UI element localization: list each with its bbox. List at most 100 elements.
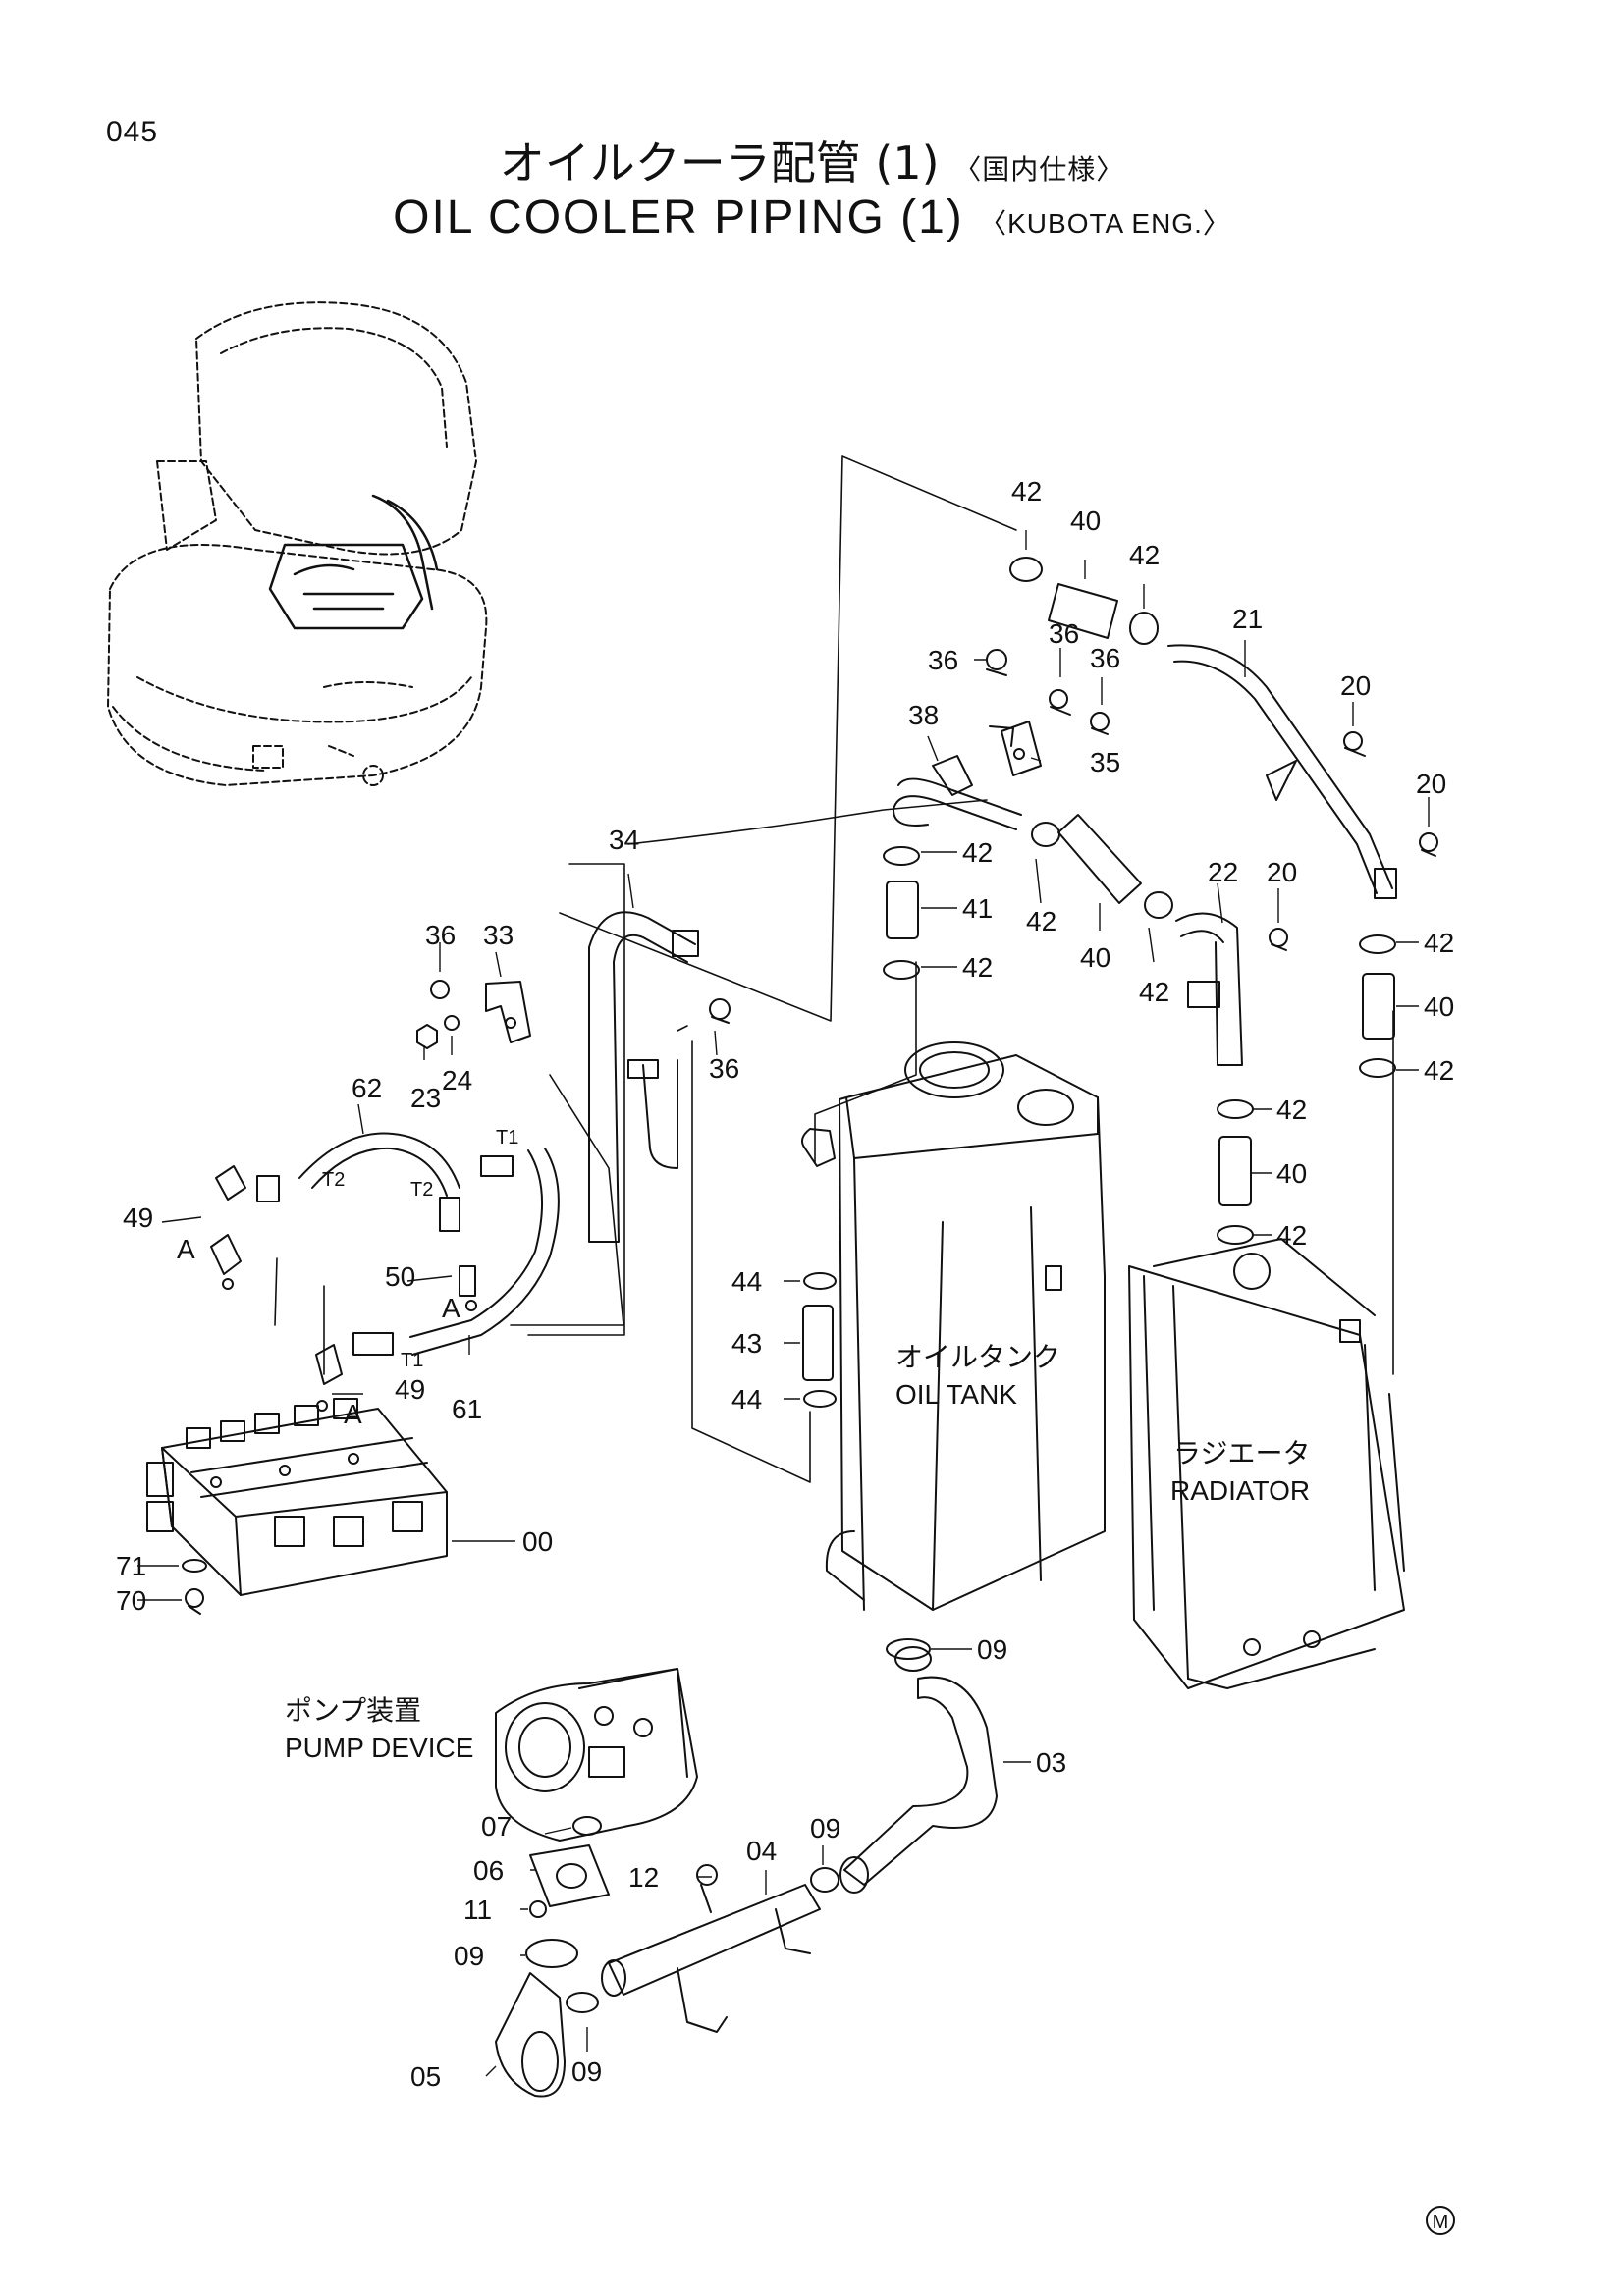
bolt-11 [529, 1900, 547, 1918]
callout-42-d: 42 [1026, 906, 1056, 936]
callout-00: 00 [522, 1526, 553, 1557]
callout-44-lower: 44 [731, 1384, 762, 1415]
pipe-34 [588, 911, 699, 1243]
bolt-12 [696, 1864, 718, 1913]
callout-36-e: 36 [709, 1053, 739, 1084]
title-ja-main: オイルクーラ配管 (1) [499, 136, 940, 189]
pipe-21 [1167, 644, 1397, 899]
oil-tank-label-ja: オイルタンク [895, 1341, 1060, 1373]
title-japanese: オイルクーラ配管 (1) 〈国内仕様〉 [0, 128, 1624, 192]
radiator-label-ja: ラジエータ [1173, 1437, 1310, 1469]
callout-40-c: 40 [1424, 991, 1454, 1022]
hose-41 [883, 846, 920, 980]
callout-09-right: 09 [810, 1813, 840, 1843]
pump-label-en: PUMP DEVICE [285, 1733, 473, 1763]
pipe-38 [893, 721, 1042, 830]
clamp-44-lower [803, 1390, 837, 1408]
bracket-33 [485, 981, 531, 1043]
callout-38: 38 [908, 700, 939, 730]
pipe-04 [601, 1884, 821, 2033]
revision-mark: M [1426, 2206, 1455, 2235]
component-labels: オイルタンク OIL TANK ラジエータ RADIATOR ポンプ装置 PUM… [285, 1341, 1310, 1763]
title-en-main: OIL COOLER PIPING (1) [393, 191, 964, 243]
callout-20-b: 20 [1416, 769, 1446, 799]
excavator-overview-illustration [107, 301, 488, 786]
callout-36-a: 36 [928, 645, 958, 675]
fitting-49-upper [210, 1234, 242, 1290]
bolt-20-b [1419, 832, 1438, 857]
engine-compartment-highlight [268, 494, 439, 630]
callout-44-upper: 44 [731, 1266, 762, 1297]
callout-06: 06 [473, 1855, 504, 1886]
bolt-36-c [1090, 712, 1110, 735]
callout-40-b: 40 [1080, 942, 1110, 973]
callout-61: 61 [452, 1394, 482, 1424]
title-ja-variant: 〈国内仕様〉 [953, 153, 1125, 186]
callout-12: 12 [628, 1862, 659, 1893]
bolt-70 [185, 1588, 204, 1615]
callout-t1-lower: T1 [401, 1350, 423, 1371]
bolt-36-b [1049, 689, 1071, 716]
oil-tank-label-en: OIL TANK [895, 1379, 1017, 1410]
callout-36-c: 36 [1090, 643, 1120, 673]
callout-09-bottom: 09 [571, 2056, 602, 2087]
callout-49-lower: 49 [395, 1374, 425, 1405]
title-en-variant: 〈KUBOTA ENG.〉 [979, 208, 1231, 239]
o-ring-07 [572, 1816, 602, 1836]
nut-23 [416, 1024, 438, 1049]
callout-leaders [137, 530, 1430, 2077]
radiator-label-en: RADIATOR [1170, 1475, 1310, 1506]
callout-33: 33 [483, 920, 514, 950]
bolt-36-d [430, 980, 450, 999]
callout-35: 35 [1090, 747, 1120, 777]
callout-42-h: 42 [1424, 1055, 1454, 1086]
bolt-20-c [1269, 928, 1288, 951]
callout-43: 43 [731, 1328, 762, 1359]
pipe-22 [1175, 912, 1243, 1066]
callout-20-c: 20 [1267, 857, 1297, 887]
callout-36-d: 36 [425, 920, 456, 950]
hose-43 [802, 1305, 834, 1381]
hose-05 [495, 1972, 566, 2098]
callout-71: 71 [116, 1551, 146, 1581]
revision-mark-letter: M [1433, 2212, 1449, 2233]
callout-a-lower: A [344, 1399, 362, 1429]
callout-11: 11 [463, 1895, 492, 1925]
callout-34: 34 [609, 825, 639, 855]
callout-03: 03 [1036, 1747, 1066, 1778]
callout-62: 62 [352, 1073, 382, 1103]
pump-device [495, 1668, 698, 1842]
washer-24 [444, 1015, 460, 1031]
callout-42-i: 42 [1276, 1095, 1307, 1125]
callout-42-b: 42 [1129, 540, 1160, 570]
callout-labels: 42 40 42 21 36 36 36 20 38 35 20 42 42 4… [116, 476, 1454, 2092]
oil-tank [800, 1041, 1106, 1611]
callout-22: 22 [1208, 857, 1238, 887]
callout-04: 04 [746, 1836, 777, 1866]
callout-20-a: 20 [1340, 670, 1371, 701]
bolt-36-e [709, 998, 731, 1024]
flange-06 [529, 1844, 610, 1907]
callout-40-d: 40 [1276, 1158, 1307, 1189]
callout-05: 05 [410, 2061, 441, 2092]
callout-t1-upper: T1 [496, 1127, 518, 1148]
bolt-36-a [986, 649, 1007, 676]
radiator [1128, 1238, 1405, 1689]
bolt-20-a [1343, 731, 1366, 757]
hose-62 [215, 1132, 460, 1232]
callout-36-b: 36 [1049, 618, 1079, 649]
callout-t2-left: T2 [322, 1169, 345, 1191]
callout-40-a: 40 [1070, 506, 1101, 536]
clamp-09-pipe-left [566, 1992, 599, 2013]
callout-42-e: 42 [962, 952, 993, 983]
callout-07: 07 [481, 1811, 512, 1842]
callout-70: 70 [116, 1585, 146, 1616]
clamp-09-tank [886, 1638, 931, 1660]
callout-42-f: 42 [1139, 977, 1169, 1007]
hose-40-middle [1031, 814, 1173, 919]
fitting-50 [459, 1265, 477, 1311]
washer-71 [182, 1559, 207, 1573]
pump-label-ja: ポンプ装置 [285, 1694, 421, 1727]
control-valve-00 [146, 1398, 448, 1596]
